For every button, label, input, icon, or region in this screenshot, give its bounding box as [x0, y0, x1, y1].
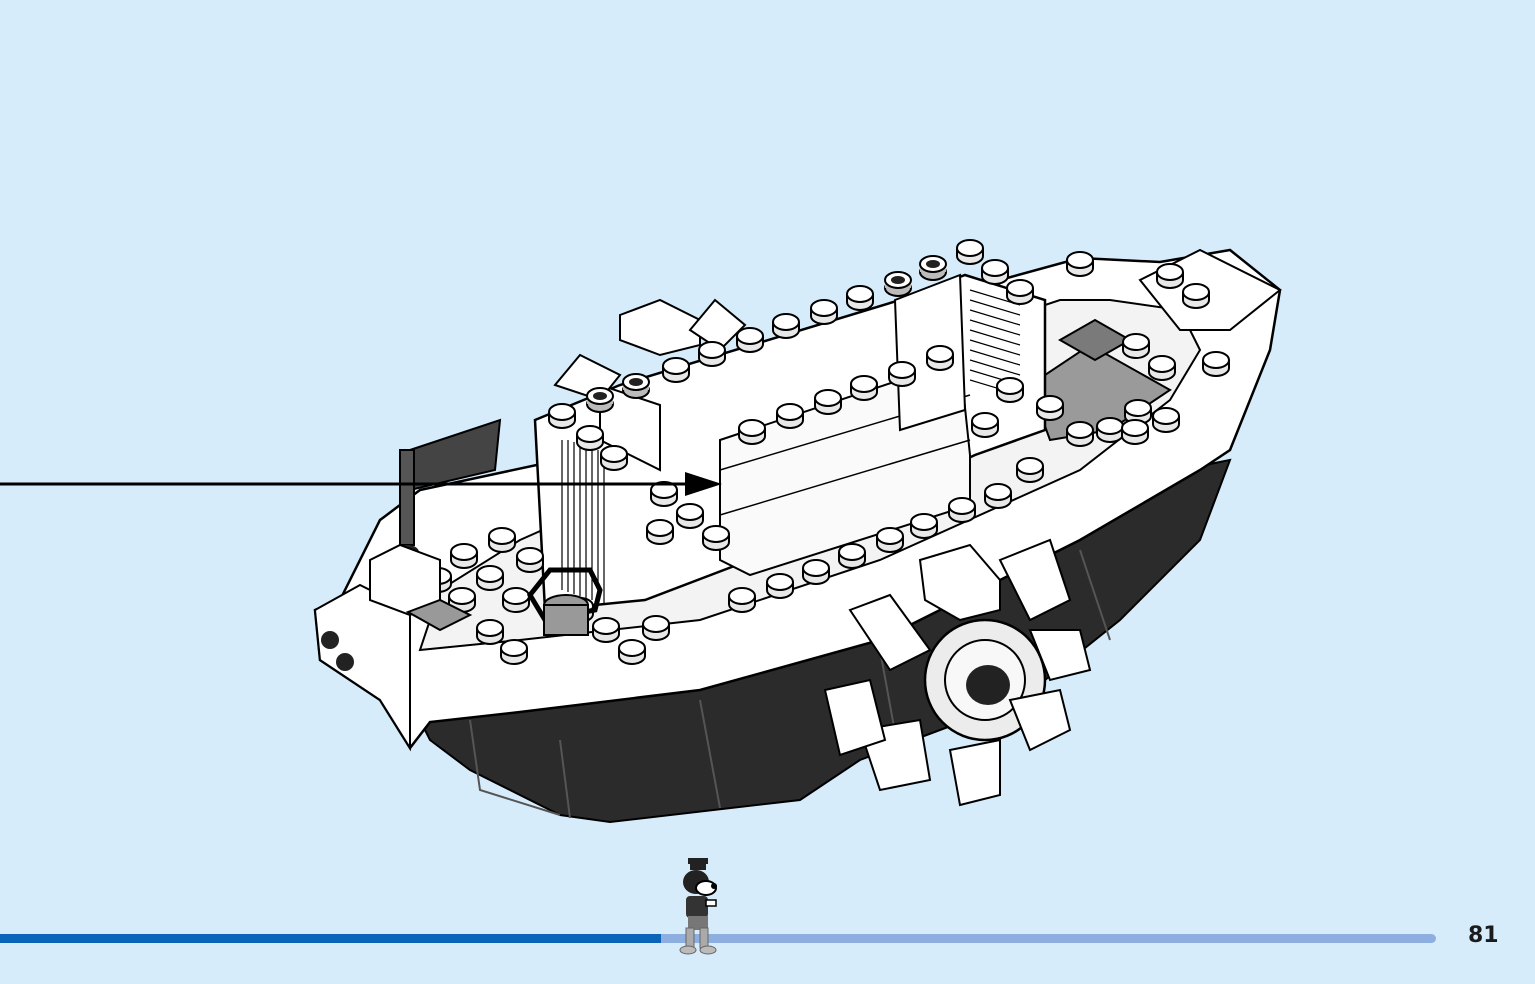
steamboat-willie-mascot-icon [679, 858, 717, 955]
page-number: 81 [1468, 923, 1499, 948]
flag [395, 418, 502, 559]
arrow-right-icon [0, 472, 722, 496]
progress-bar [0, 934, 1436, 943]
bucket [526, 567, 603, 636]
paddle-wheel [823, 538, 1092, 807]
progress-bar-fill [0, 934, 661, 943]
